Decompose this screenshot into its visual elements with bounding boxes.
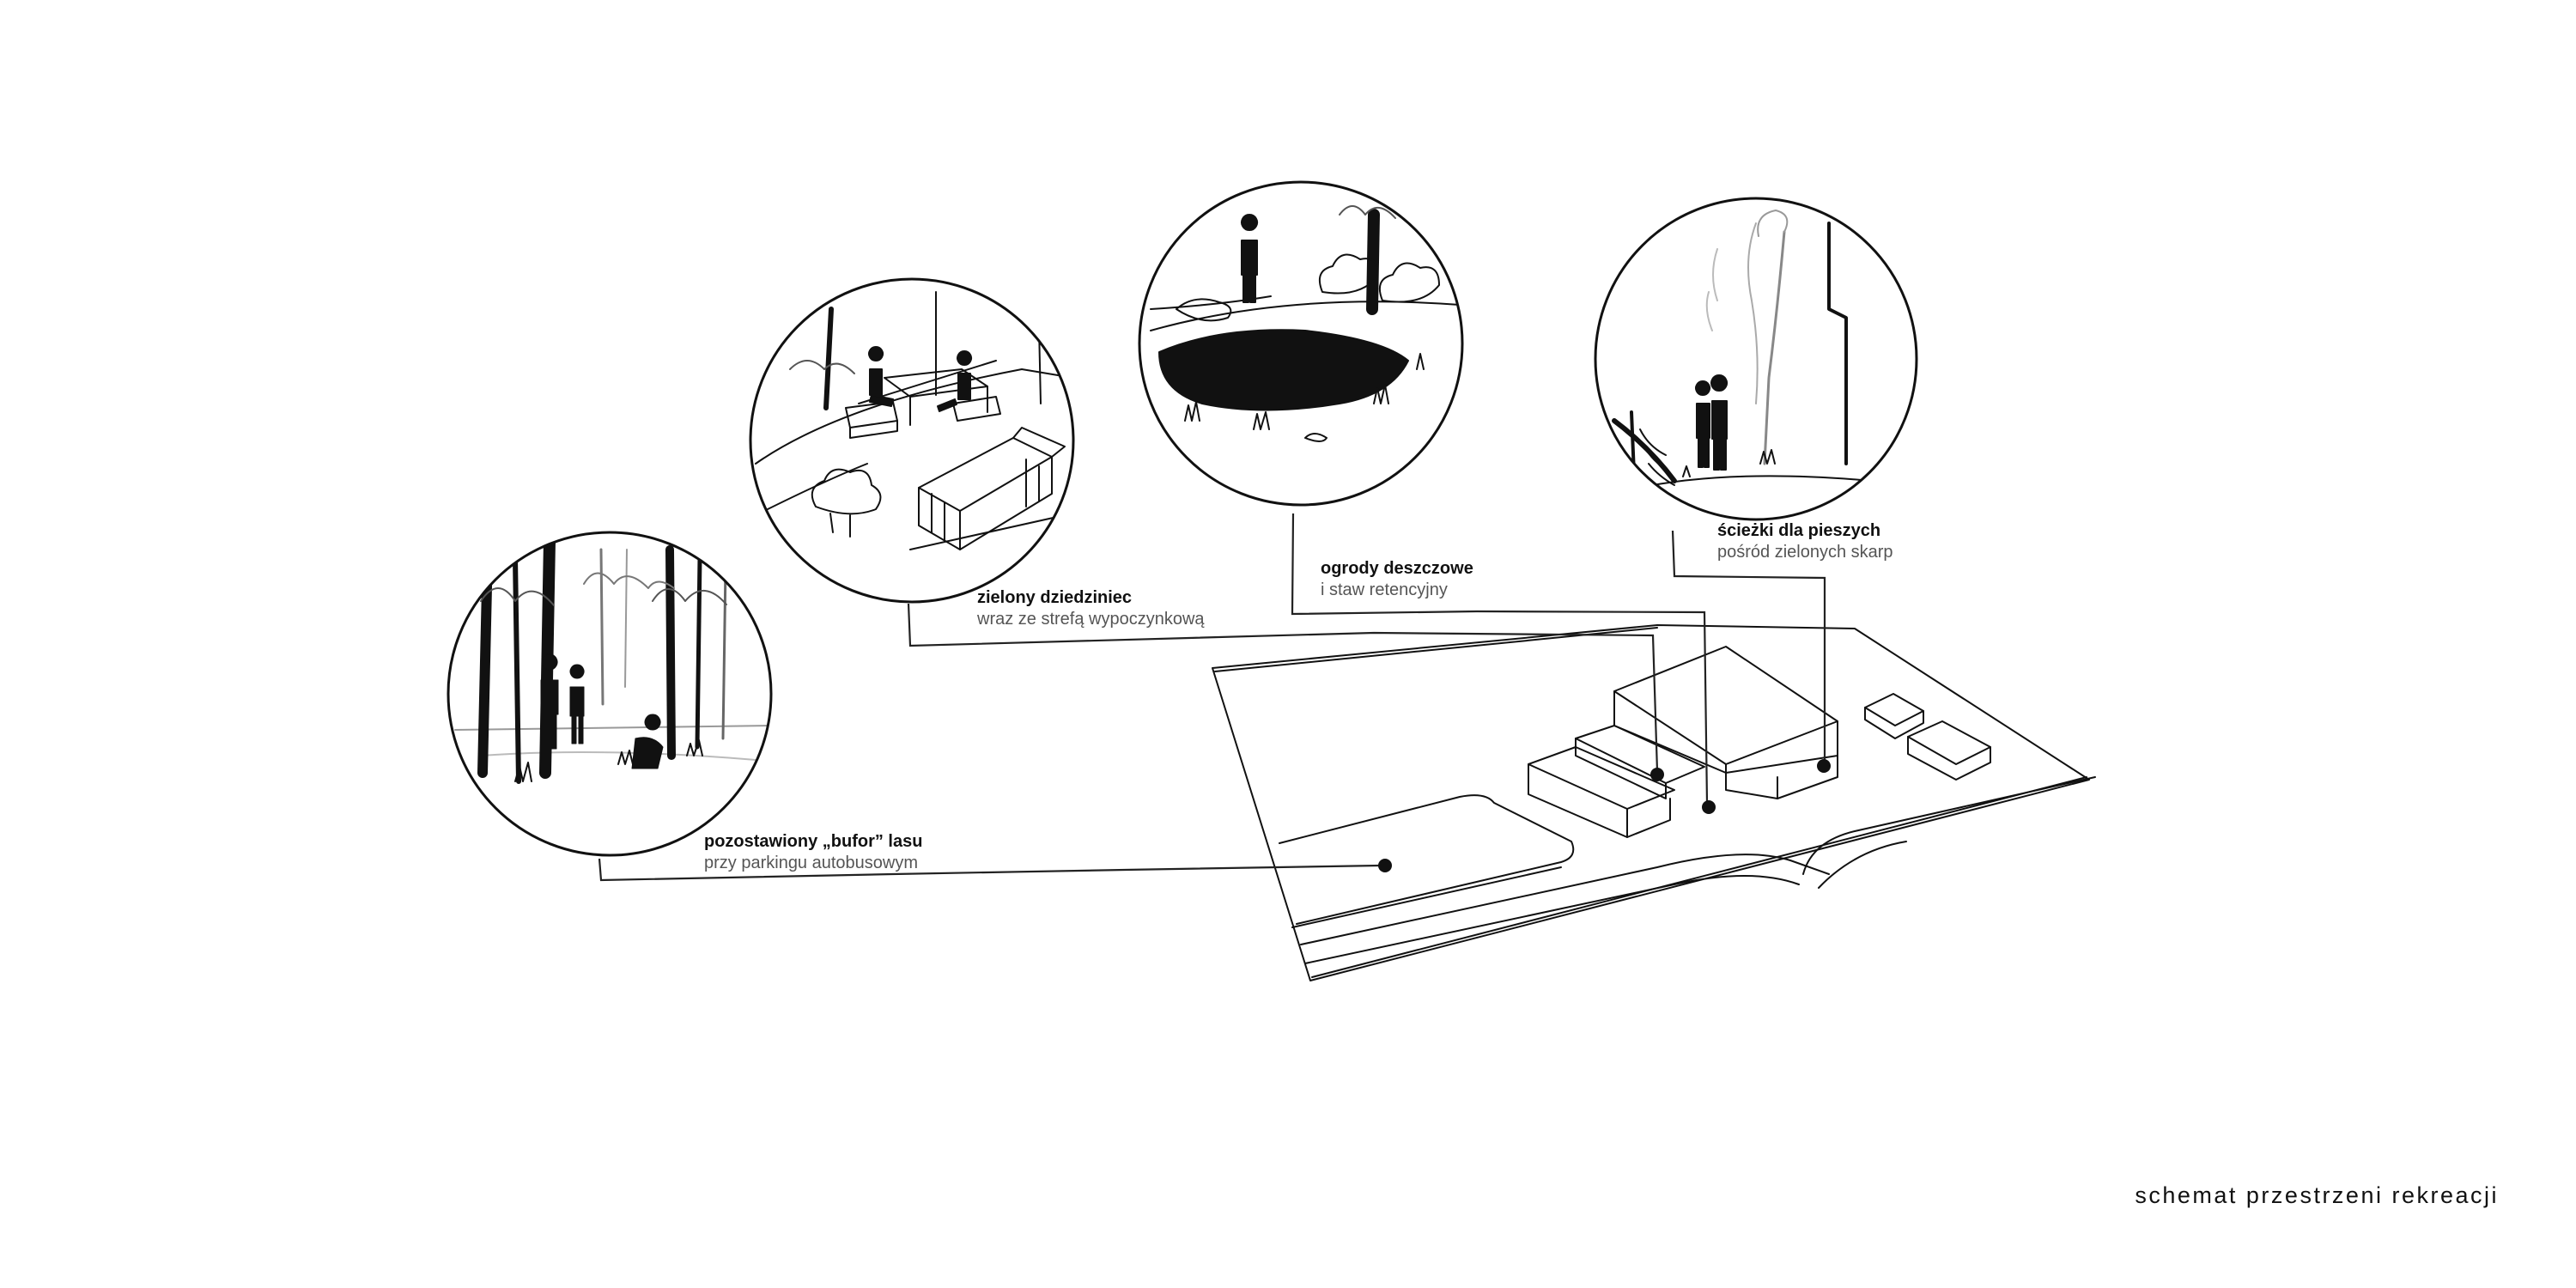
parking-lot (1279, 794, 1575, 925)
label-courtyard-subtitle: wraz ze strefą wypoczynkową (976, 610, 1205, 629)
leader-courtyard (907, 603, 1659, 772)
label-forest: pozostawiony „bufor” lasu przy parkingu … (704, 832, 922, 872)
label-forest-title: pozostawiony „bufor” lasu (704, 832, 922, 851)
access-road (1300, 854, 1830, 945)
label-rain-garden-subtitle: i staw retencyjny (1321, 580, 1448, 599)
site-boundary (1212, 624, 2090, 981)
label-courtyard: zielony dziedziniec wraz ze strefą wypoc… (976, 588, 1205, 629)
diagram-caption: schemat przestrzeni rekreacji (2135, 1182, 2499, 1208)
building-annex (1864, 693, 1991, 781)
label-paths: ścieżki dla pieszych pośród zielonych sk… (1717, 521, 1893, 562)
leader-rain-garden (1291, 513, 1709, 804)
label-forest-subtitle: przy parkingu autobusowym (704, 854, 918, 872)
marker-forest (1378, 859, 1392, 872)
leader-lines (598, 513, 1831, 882)
vignette-paths (1594, 197, 1918, 521)
vignette-rain-garden (1138, 180, 1464, 507)
label-paths-subtitle: pośród zielonych skarp (1717, 543, 1893, 562)
marker-rain-garden (1702, 800, 1716, 814)
label-rain-garden: ogrody deszczowe i staw retencyjny (1321, 559, 1473, 599)
label-rain-garden-title: ogrody deszczowe (1321, 559, 1473, 578)
leader-paths (1671, 530, 1826, 762)
leader-forest (598, 858, 1381, 882)
site-plan (1212, 624, 2096, 981)
vignette-forest (447, 531, 773, 857)
vignette-courtyard (749, 277, 1075, 604)
building-main (1528, 646, 1838, 838)
label-courtyard-title: zielony dziedziniec (977, 588, 1132, 607)
label-paths-title: ścieżki dla pieszych (1717, 521, 1880, 540)
marker-paths (1817, 759, 1831, 773)
marker-courtyard (1650, 768, 1664, 781)
